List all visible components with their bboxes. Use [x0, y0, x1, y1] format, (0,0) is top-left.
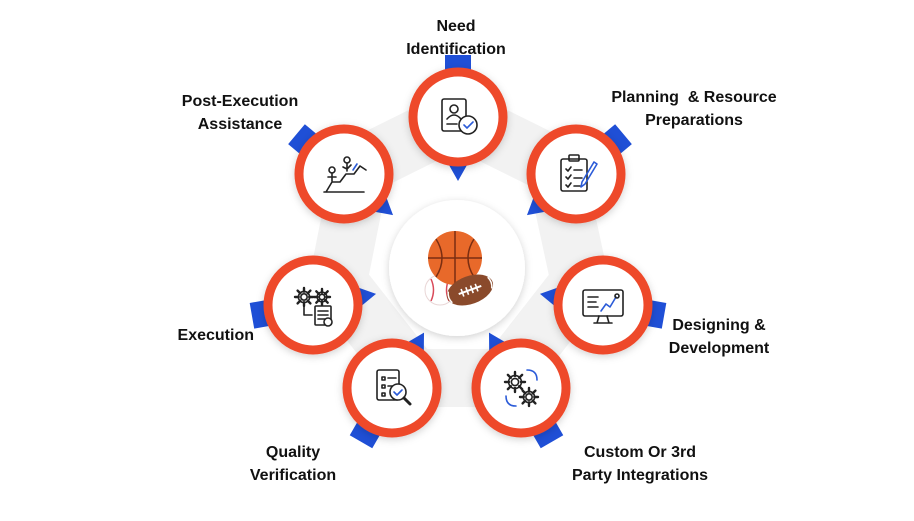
label-designing-development: Designing & Development [668, 317, 770, 357]
step-node [408, 67, 508, 167]
step-node [526, 124, 626, 224]
gears-connection-icon [503, 369, 540, 408]
step-node [553, 255, 653, 355]
label-planning-resource: Planning & Resource Preparations [611, 89, 777, 129]
label-post-execution: Post-Execution Assistance [181, 93, 299, 133]
sports-balls-icon [424, 231, 494, 306]
document-search-icon [376, 369, 412, 406]
clipboard-pencil-icon [560, 154, 598, 192]
step-node [471, 338, 571, 438]
step-node [342, 338, 442, 438]
step-node [294, 124, 394, 224]
label-need-identification: Need Identification [406, 18, 506, 58]
gears-document-icon [293, 286, 333, 327]
user-id-check-icon [441, 98, 478, 135]
label-execution: Execution [177, 327, 254, 344]
center-hub [389, 200, 525, 336]
monitor-design-icon [582, 289, 624, 324]
label-quality-verification: Quality Verification [249, 444, 337, 484]
label-custom-integrations: Custom Or 3rd Party Integrations [571, 444, 709, 484]
step-node [263, 255, 363, 355]
team-climb-icon [323, 156, 367, 193]
